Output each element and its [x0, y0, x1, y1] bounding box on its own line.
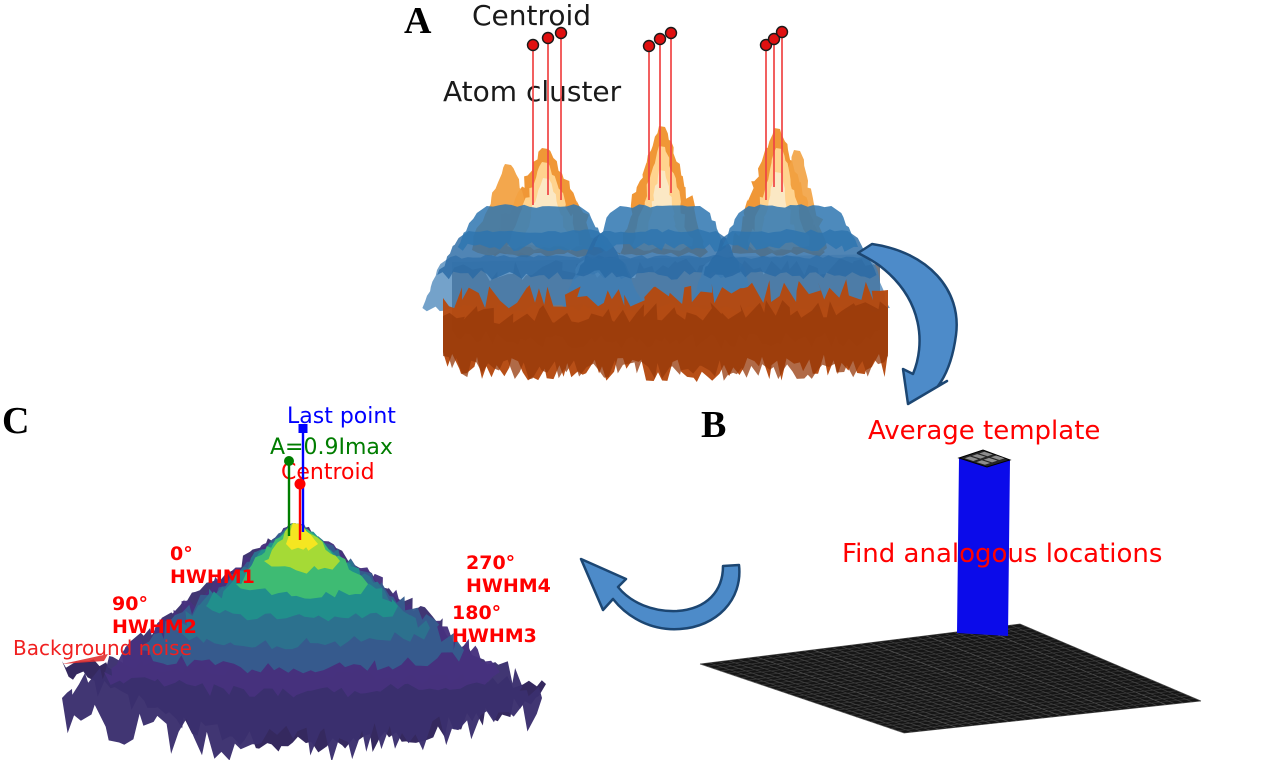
hwhm1-angle: 0°	[170, 543, 193, 565]
panel-c-hwhm4-label: 270° HWHM4	[466, 552, 551, 598]
annotation-markers	[62, 25, 789, 664]
panel-b-mesh-and-template	[699, 449, 1202, 734]
hwhm4-angle: 270°	[466, 552, 516, 574]
panel-c-surface	[62, 523, 546, 760]
hwhm3-angle: 180°	[452, 602, 502, 624]
panel-a-centroid-label: Centroid	[472, 0, 592, 32]
panel-c-centroid-label: Centroid	[281, 460, 375, 485]
panel-a-surface	[422, 126, 890, 382]
panel-c-amplitude-label: A=0.9Imax	[270, 435, 393, 460]
panel-c-hwhm1-label: 0° HWHM1	[170, 543, 255, 589]
hwhm2-name: HWHM2	[112, 616, 197, 639]
panel-b-average-template-label: Average template	[868, 416, 1101, 446]
panel-c-letter: C	[2, 400, 30, 442]
hwhm1-name: HWHM1	[170, 566, 255, 589]
curved-arrow-b-to-c-icon	[579, 557, 741, 631]
hwhm2-angle: 90°	[112, 593, 148, 615]
panel-b-letter: B	[701, 404, 727, 446]
panel-c-hwhm2-label: 90° HWHM2	[112, 593, 197, 639]
panel-c-last-point-label: Last point	[287, 404, 396, 429]
panel-c-hwhm3-label: 180° HWHM3	[452, 602, 537, 648]
curved-arrow-a-to-b-icon	[856, 242, 958, 406]
panel-a-letter: A	[404, 0, 432, 42]
panel-a-atom-cluster-label: Atom cluster	[443, 75, 622, 108]
hwhm4-name: HWHM4	[466, 575, 551, 598]
panel-b-find-locations-label: Find analogous locations	[842, 539, 1163, 569]
panel-c-background-noise-label: Background noise	[13, 636, 192, 660]
hwhm3-name: HWHM3	[452, 625, 537, 648]
